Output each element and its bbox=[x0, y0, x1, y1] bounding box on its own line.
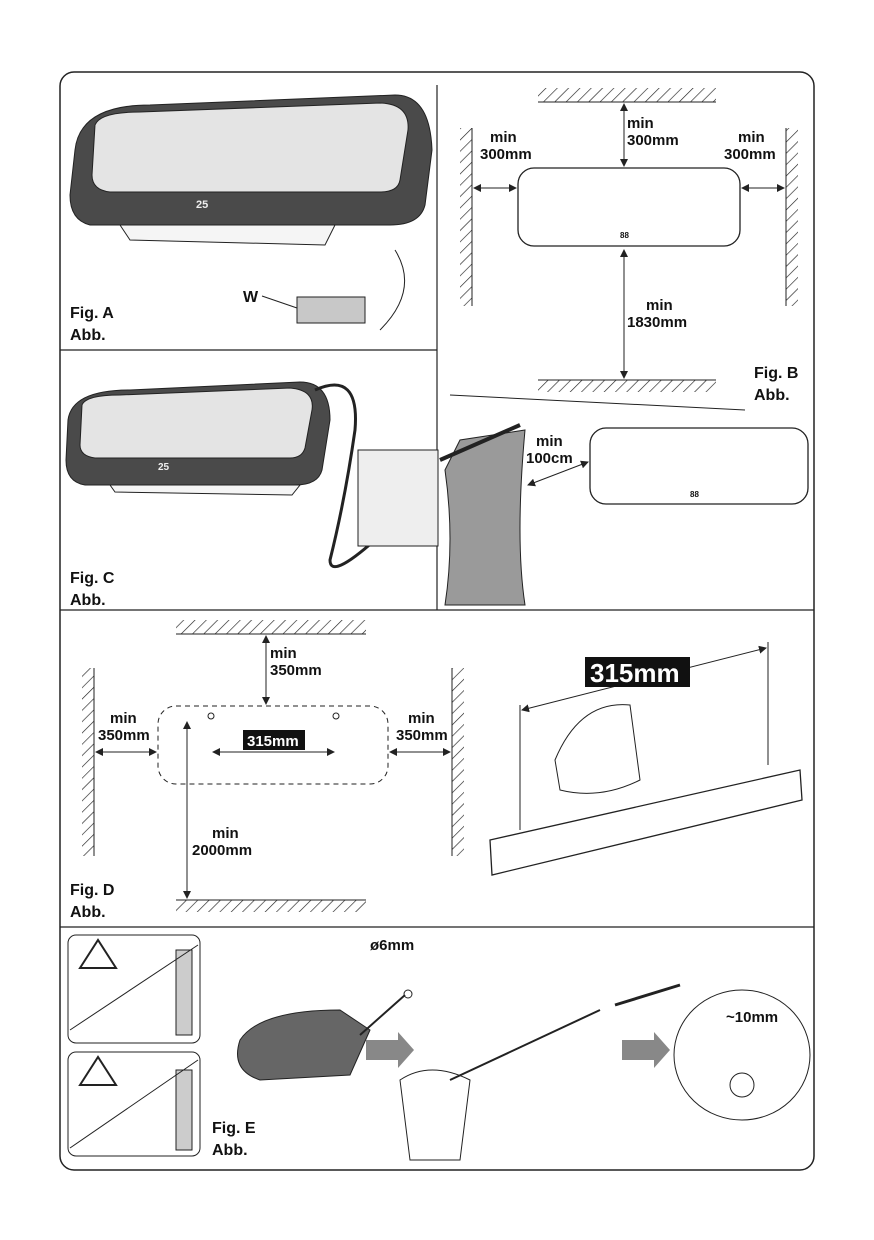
fig-c: 25 Fig. C Abb. bbox=[65, 381, 439, 609]
svg-text:Abb.: Abb. bbox=[70, 904, 106, 921]
svg-text:Abb.: Abb. bbox=[70, 327, 106, 344]
svg-text:Fig. A: Fig. A bbox=[70, 305, 114, 322]
fig-a: 25 W Fig. A Abb. bbox=[69, 94, 433, 344]
fig-d: 315mm min 350mm min 350mm min 350mm min … bbox=[70, 620, 803, 921]
svg-text:25: 25 bbox=[158, 462, 170, 473]
svg-text:min: min bbox=[738, 129, 765, 146]
svg-text:350mm: 350mm bbox=[396, 727, 448, 744]
svg-text:350mm: 350mm bbox=[98, 727, 150, 744]
svg-text:88: 88 bbox=[620, 231, 629, 240]
svg-text:min: min bbox=[490, 129, 517, 146]
svg-text:Abb.: Abb. bbox=[212, 1142, 248, 1159]
svg-text:min: min bbox=[212, 825, 239, 842]
svg-text:Fig. C: Fig. C bbox=[70, 570, 115, 587]
svg-text:Fig. D: Fig. D bbox=[70, 882, 114, 899]
svg-text:~10mm: ~10mm bbox=[726, 1009, 778, 1026]
fig-e: ø6mm ~10mm Fig. E Abb. bbox=[67, 934, 811, 1161]
svg-text:min: min bbox=[110, 710, 137, 727]
svg-text:2000mm: 2000mm bbox=[192, 842, 252, 859]
svg-text:315mm: 315mm bbox=[590, 658, 680, 688]
svg-text:315mm: 315mm bbox=[247, 733, 299, 750]
svg-text:Fig. E: Fig. E bbox=[212, 1120, 256, 1137]
page-frame bbox=[59, 71, 815, 1171]
svg-text:350mm: 350mm bbox=[270, 662, 322, 679]
svg-text:ø6mm: ø6mm bbox=[370, 937, 414, 954]
part-w bbox=[296, 296, 366, 324]
fig-b: 88 min 300mm min 300mm min 300mm min 183… bbox=[439, 88, 809, 606]
svg-text:Abb.: Abb. bbox=[70, 592, 106, 609]
wall-socket bbox=[357, 449, 439, 547]
svg-text:300mm: 300mm bbox=[724, 146, 776, 163]
svg-text:300mm: 300mm bbox=[627, 132, 679, 149]
svg-text:1830mm: 1830mm bbox=[627, 314, 687, 331]
svg-text:Fig. B: Fig. B bbox=[754, 365, 798, 382]
svg-text:100cm: 100cm bbox=[526, 450, 573, 467]
svg-text:min: min bbox=[536, 433, 563, 450]
svg-text:Abb.: Abb. bbox=[754, 387, 790, 404]
svg-text:min: min bbox=[627, 115, 654, 132]
svg-text:88: 88 bbox=[690, 490, 699, 499]
svg-text:W: W bbox=[243, 289, 259, 306]
svg-text:300mm: 300mm bbox=[480, 146, 532, 163]
svg-text:min: min bbox=[408, 710, 435, 727]
svg-text:min: min bbox=[270, 645, 297, 662]
svg-text:min: min bbox=[646, 297, 673, 314]
svg-text:25: 25 bbox=[196, 199, 208, 211]
